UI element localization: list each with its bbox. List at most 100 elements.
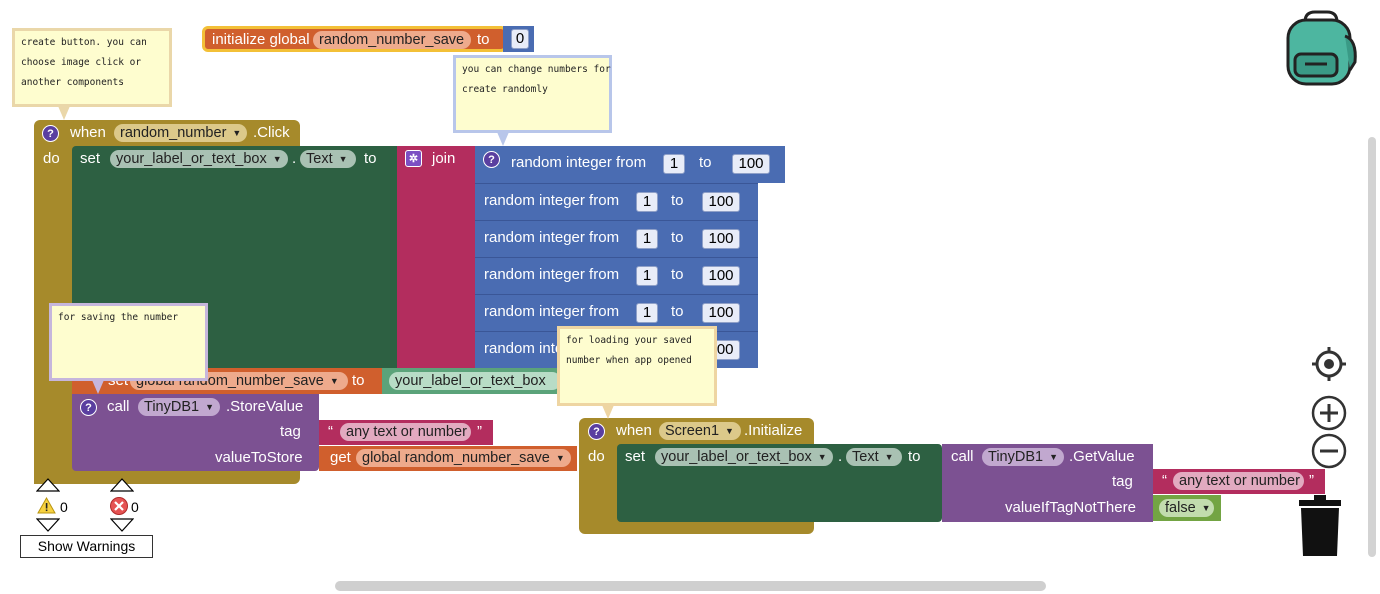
tag-label: tag bbox=[1112, 473, 1133, 490]
random-integer-block[interactable]: random integer from 1 to 100 bbox=[475, 183, 758, 220]
text-string-block[interactable]: “ any text or number ” bbox=[319, 420, 493, 445]
random-integer-block[interactable]: random integer from 1 to 100 bbox=[475, 220, 758, 257]
warning-up-arrow[interactable] bbox=[36, 478, 60, 492]
zoom-in-icon[interactable] bbox=[1310, 394, 1348, 432]
set-text-block[interactable]: set your_label_or_text_box▼ . Text▼ to bbox=[617, 444, 942, 522]
screen-component-dropdown[interactable]: Screen1▼ bbox=[659, 422, 741, 440]
dot-sep: . bbox=[292, 150, 297, 167]
error-count: 0 bbox=[131, 499, 139, 515]
target-component-dropdown[interactable]: your_label_or_text_box▼ bbox=[655, 448, 833, 466]
button-component-dropdown[interactable]: random_number ▼ bbox=[114, 124, 247, 142]
random-label: random integer from bbox=[511, 154, 647, 171]
component-name: random_number bbox=[120, 125, 227, 141]
component-getter-block[interactable]: your_label_or_text_box bbox=[382, 368, 566, 394]
comment-change-numbers[interactable]: you can change numbers for create random… bbox=[453, 55, 612, 133]
getter-component-dropdown[interactable]: your_label_or_text_box bbox=[389, 372, 561, 390]
comment-loading-number[interactable]: for loading your saved number when app o… bbox=[557, 326, 717, 406]
help-icon[interactable]: ? bbox=[42, 125, 59, 142]
call-keyword: call bbox=[107, 398, 130, 415]
get-value-block[interactable]: call TinyDB1▼ .GetValue tag valueIfTagNo… bbox=[942, 444, 1153, 522]
error-icon bbox=[110, 497, 128, 515]
text-string-field[interactable]: any text or number bbox=[340, 423, 471, 441]
init-value[interactable]: 0 bbox=[511, 29, 529, 49]
chevron-down-icon: ▼ bbox=[1201, 503, 1211, 514]
property-dropdown[interactable]: Text ▼ bbox=[300, 150, 356, 168]
target-name: your_label_or_text_box bbox=[661, 449, 812, 465]
random-from[interactable]: 1 bbox=[663, 154, 685, 174]
chevron-down-icon: ▼ bbox=[272, 154, 282, 165]
random-integer-block[interactable]: random integer from 1 to 100 bbox=[475, 294, 758, 331]
global-name-field[interactable]: random_number_save bbox=[313, 31, 471, 49]
text-string-field[interactable]: any text or number bbox=[1173, 472, 1304, 490]
horizontal-scrollbar[interactable] bbox=[335, 581, 1046, 591]
chevron-down-icon: ▼ bbox=[232, 128, 242, 139]
property-dropdown[interactable]: Text▼ bbox=[846, 448, 902, 466]
property-name: Text bbox=[852, 449, 879, 465]
random-from[interactable]: 1 bbox=[636, 266, 658, 286]
db-component-dropdown[interactable]: TinyDB1▼ bbox=[982, 448, 1064, 466]
db-name: TinyDB1 bbox=[988, 449, 1044, 465]
random-integer-block[interactable]: random integer from 1 to 100 bbox=[475, 257, 758, 294]
set-keyword: set bbox=[80, 150, 101, 167]
backpack-icon[interactable] bbox=[1283, 10, 1359, 86]
comment-saving-number[interactable]: for saving the number bbox=[49, 303, 208, 381]
random-integer-block[interactable]: ? random integer from 1 to 100 bbox=[475, 146, 785, 183]
db-component-dropdown[interactable]: TinyDB1 ▼ bbox=[138, 398, 220, 416]
warning-down-arrow[interactable] bbox=[36, 518, 60, 532]
error-down-arrow[interactable] bbox=[110, 518, 134, 532]
quote-open: “ bbox=[1162, 472, 1167, 489]
gear-icon[interactable]: ✲ bbox=[405, 150, 422, 167]
quote-open: “ bbox=[328, 423, 333, 440]
show-warnings-button[interactable]: Show Warnings bbox=[20, 535, 153, 558]
set-to: to bbox=[352, 372, 365, 389]
help-icon[interactable]: ? bbox=[483, 151, 500, 168]
random-label: random integer from bbox=[484, 303, 620, 320]
event-name: .Initialize bbox=[744, 422, 803, 439]
warning-icon bbox=[37, 497, 56, 514]
random-from[interactable]: 1 bbox=[636, 229, 658, 249]
comment-create-button[interactable]: create button. you can choose image clic… bbox=[12, 28, 172, 107]
click-event-header: ? when random_number▼ .Click bbox=[34, 120, 300, 146]
vertical-scrollbar[interactable] bbox=[1368, 137, 1376, 557]
random-from[interactable]: 1 bbox=[636, 303, 658, 323]
get-variable-name: global random_number_save bbox=[362, 450, 550, 466]
help-icon[interactable]: ? bbox=[80, 399, 97, 416]
quote-close: ” bbox=[1309, 472, 1314, 489]
logic-false-block[interactable]: false▼ bbox=[1153, 495, 1221, 521]
db-name: TinyDB1 bbox=[144, 399, 200, 415]
chevron-down-icon: ▼ bbox=[338, 154, 348, 165]
random-max[interactable]: 100 bbox=[732, 154, 770, 174]
random-label: random integer from bbox=[484, 266, 620, 283]
random-to: to bbox=[671, 303, 684, 320]
initialize-global-block[interactable]: initialize global random_number_save to bbox=[202, 26, 507, 52]
property-name: Text bbox=[306, 151, 333, 167]
random-label: random inte bbox=[484, 340, 564, 357]
join-block[interactable]: ✲ join bbox=[397, 146, 477, 368]
when-label: when bbox=[70, 124, 106, 141]
comment-tail bbox=[92, 380, 104, 394]
get-variable-dropdown[interactable]: global random_number_save▼ bbox=[356, 449, 571, 467]
random-max[interactable]: 100 bbox=[702, 192, 740, 212]
help-icon[interactable]: ? bbox=[588, 423, 605, 440]
false-dropdown[interactable]: false▼ bbox=[1159, 499, 1214, 517]
random-from[interactable]: 1 bbox=[636, 192, 658, 212]
error-up-arrow[interactable] bbox=[110, 478, 134, 492]
set-to: to bbox=[908, 448, 921, 465]
random-max[interactable]: 100 bbox=[702, 303, 740, 323]
get-global-block[interactable]: get global random_number_save▼ bbox=[319, 446, 577, 471]
text-string-block[interactable]: “ any text or number ” bbox=[1153, 469, 1325, 494]
target-component-dropdown[interactable]: your_label_or_text_box▼ bbox=[110, 150, 288, 168]
get-keyword: get bbox=[330, 449, 351, 466]
chevron-down-icon: ▼ bbox=[205, 402, 214, 413]
target-icon[interactable] bbox=[1311, 346, 1347, 382]
trash-icon[interactable] bbox=[1295, 494, 1345, 558]
random-max[interactable]: 100 bbox=[702, 229, 740, 249]
random-max[interactable]: 100 bbox=[702, 266, 740, 286]
getter-name: your_label_or_text_box bbox=[395, 373, 546, 389]
zoom-out-icon[interactable] bbox=[1310, 432, 1348, 470]
init-value-number-block[interactable]: 0 bbox=[503, 26, 534, 52]
store-value-block[interactable]: ? call TinyDB1▼ .StoreValue tag valueToS… bbox=[72, 394, 319, 471]
random-to: to bbox=[671, 266, 684, 283]
when-label: when bbox=[616, 422, 652, 439]
